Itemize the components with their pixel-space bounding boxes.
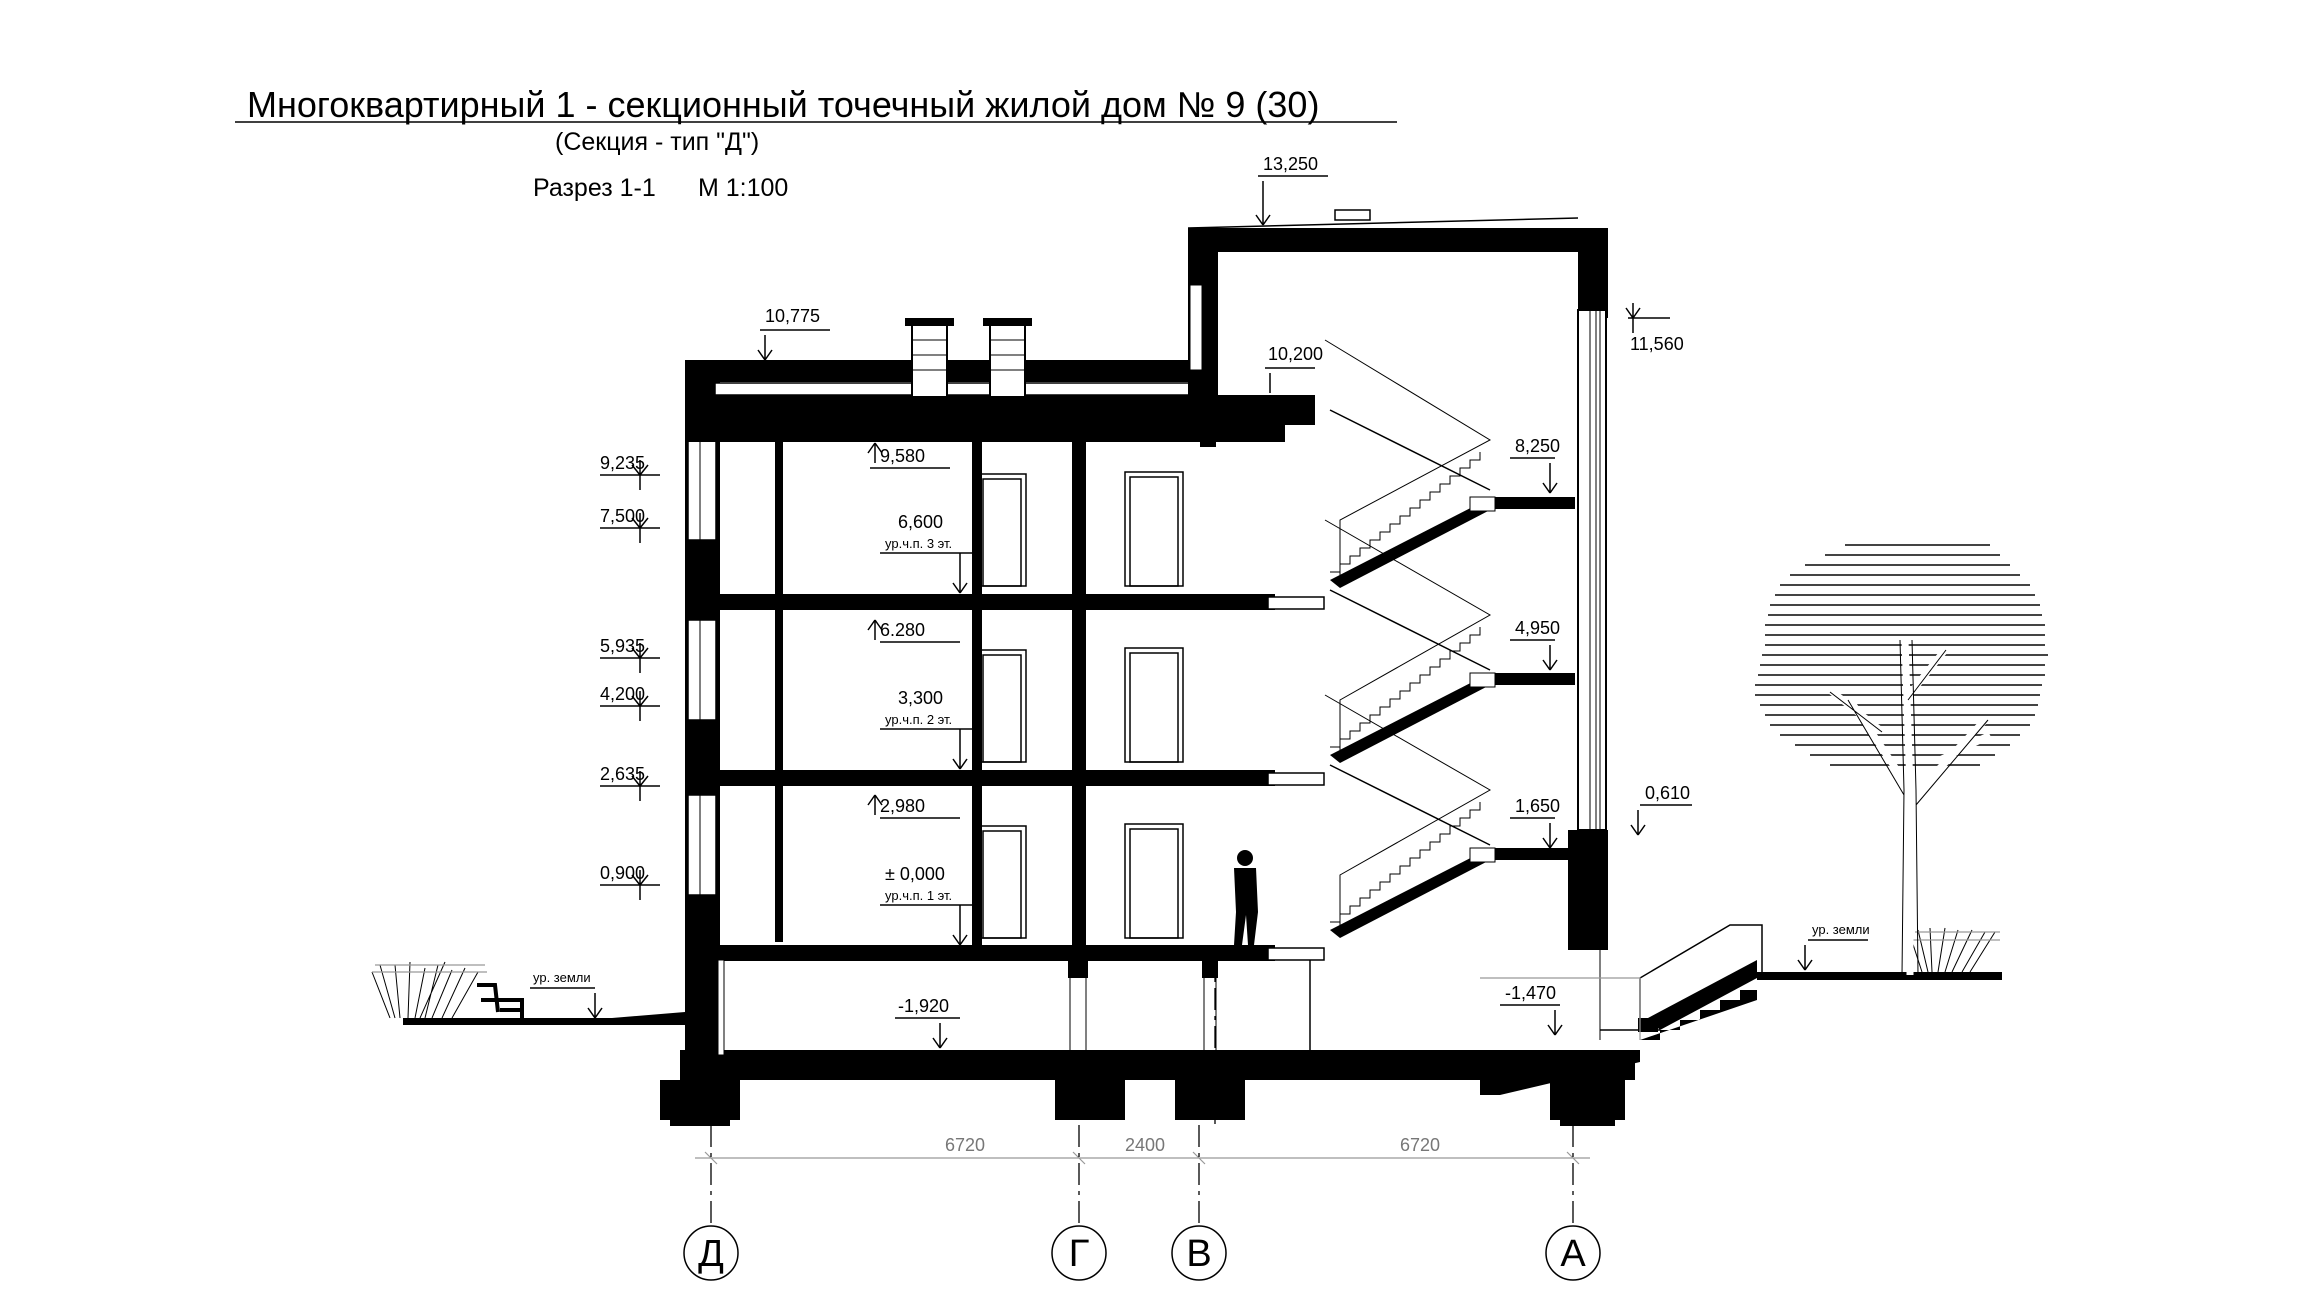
doors: [977, 471, 1184, 939]
level-mark: 4,950: [1515, 618, 1560, 638]
grid-axes: Д Г В А: [683, 950, 1601, 1281]
level-mark: 2,980: [880, 796, 925, 816]
axis-label: А: [1560, 1233, 1586, 1275]
ground-level-label: ур. земли: [1812, 922, 1870, 937]
human-figure: [1234, 850, 1258, 945]
entrance-steps: [1480, 924, 1763, 1040]
axis-label: Д: [698, 1233, 724, 1275]
tree: [1755, 544, 2048, 976]
level-mark: 5,935: [600, 636, 645, 656]
level-mark: 0,610: [1645, 783, 1690, 803]
dimension-value: 6720: [945, 1135, 985, 1155]
shrubs-right: [1909, 927, 2000, 973]
shrubs-left: [371, 961, 487, 1019]
dimension-value: 6720: [1400, 1135, 1440, 1155]
level-marks-left: 9,235 7,500 5,935 4,200 2,635 0,900: [600, 453, 660, 900]
level-mark: 6,600: [898, 512, 943, 532]
level-note: ур.ч.п. 1 эт.: [885, 888, 952, 903]
level-marks-interior: 10,775 10,200 13,250 9,580 6,600 ур.ч.п.…: [757, 154, 1328, 1049]
section-label: Разрез 1-1: [533, 174, 656, 202]
level-mark: 10,200: [1268, 344, 1323, 364]
level-mark: 11,560: [1630, 334, 1684, 354]
ground-level-marks: ур. земли ур. земли: [530, 922, 1870, 1019]
level-mark: -1,470: [1505, 983, 1556, 1003]
level-note: ур.ч.п. 3 эт.: [885, 536, 952, 551]
level-mark: 4,200: [600, 684, 645, 704]
level-mark: 10,775: [765, 306, 820, 326]
level-note: ур.ч.п. 2 эт.: [885, 712, 952, 727]
level-marks-right: 11,560 8,250 4,950 1,650 0,610 -1,470: [1500, 303, 1692, 1036]
drawing-title: Многоквартирный 1 - секционный точечный …: [247, 84, 1319, 125]
level-mark: 13,250: [1263, 154, 1318, 174]
level-mark: 8,250: [1515, 436, 1560, 456]
dimension-value: 2400: [1125, 1135, 1165, 1155]
building: [660, 209, 1763, 1126]
scale-label: М 1:100: [698, 174, 788, 202]
level-mark: 3,300: [898, 688, 943, 708]
bench: [477, 983, 524, 1018]
level-mark: 6.280: [880, 620, 925, 640]
terrain: [403, 960, 2002, 1032]
level-mark: 1,650: [1515, 796, 1560, 816]
axis-label: Г: [1069, 1233, 1090, 1275]
level-mark: 0,900: [600, 863, 645, 883]
ground-level-label: ур. земли: [533, 970, 591, 985]
drawing-subtitle: (Секция - тип "Д"): [555, 128, 759, 156]
level-mark: -1,920: [898, 996, 949, 1016]
level-mark: 9,580: [880, 446, 925, 466]
level-mark: 9,235: [600, 453, 645, 473]
stairs: [1324, 339, 1575, 938]
axis-label: В: [1186, 1233, 1211, 1275]
level-mark: 7,500: [600, 506, 645, 526]
level-mark: ± 0,000: [885, 864, 945, 884]
level-mark: 2,635: [600, 764, 645, 784]
dimension-chain: 6720 2400 6720: [695, 1135, 1590, 1165]
